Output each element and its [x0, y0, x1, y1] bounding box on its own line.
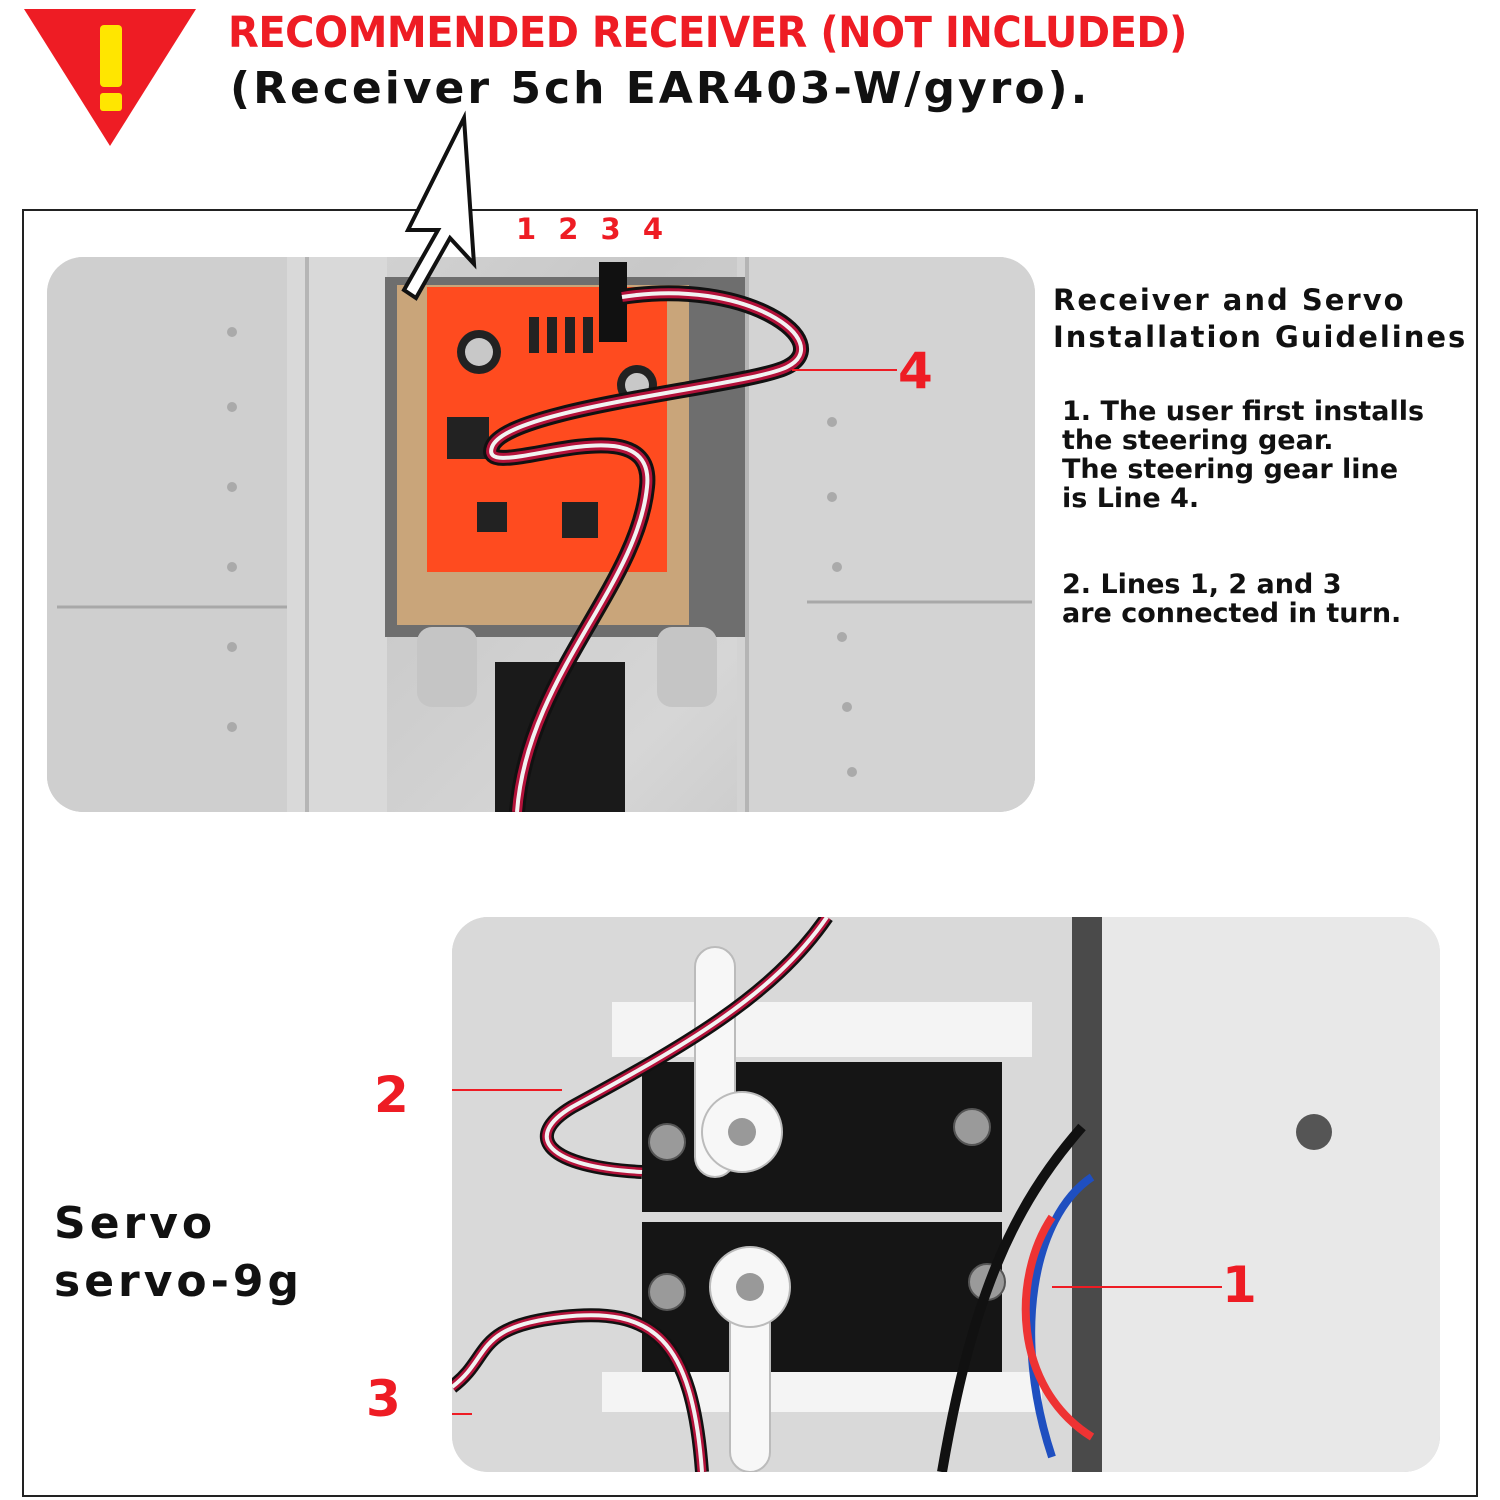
servo-photo-illustration [452, 917, 1440, 1472]
servo-label-line-1: Servo [54, 1198, 217, 1249]
receiver-photo [47, 257, 1035, 812]
header-subtitle: (Receiver 5ch EAR403-W/gyro). [230, 63, 1091, 114]
callout-line-3: 3 [366, 1370, 401, 1428]
arrow-cursor-icon [401, 110, 477, 301]
main-frame [22, 209, 1478, 1497]
guideline-step-1: 1. The user first installs the steering … [1062, 396, 1425, 514]
servo-label-line-2: servo-9g [54, 1256, 304, 1307]
receiver-photo-illustration [47, 257, 1035, 812]
callout-line-4: 4 [898, 342, 933, 400]
guideline-step-2: 2. Lines 1, 2 and 3 are connected in tur… [1062, 569, 1402, 629]
header-title: RECOMMENDED RECEIVER (NOT INCLUDED) [228, 8, 1187, 58]
callout-line-1: 1 [1222, 1256, 1257, 1314]
pin-numbers-label: 1 2 3 4 [516, 212, 670, 246]
servo-photo [452, 917, 1440, 1472]
warning-triangle-icon [24, 9, 196, 146]
callout-line-2: 2 [374, 1066, 409, 1124]
servo-label: Servo servo-9g [54, 1195, 303, 1311]
guidelines-title: Receiver and Servo Installation Guidelin… [1053, 283, 1468, 354]
